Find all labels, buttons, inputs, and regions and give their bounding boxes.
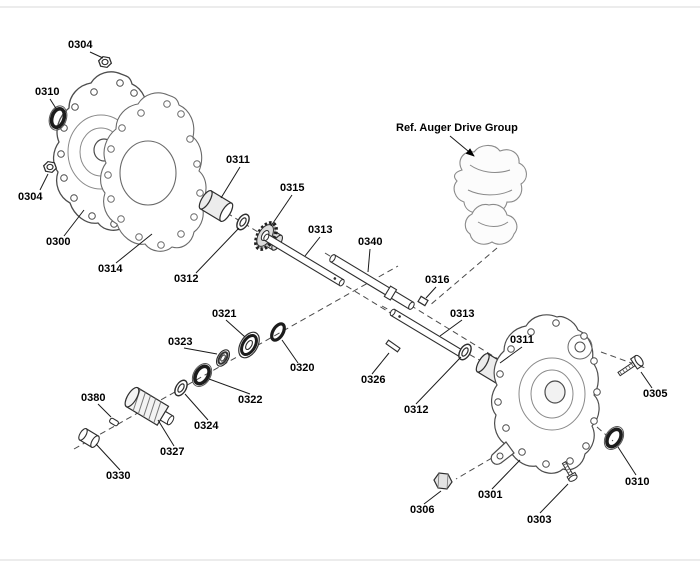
gasket — [100, 92, 207, 252]
label-0340: 0340 — [358, 236, 382, 248]
label-0314: 0314 — [98, 263, 123, 275]
retaining-washer — [215, 349, 231, 367]
label-0322: 0322 — [238, 394, 262, 406]
label-0310-left: 0310 — [35, 86, 59, 98]
leader-lines — [39, 51, 653, 514]
label-0304-left: 0304 — [18, 191, 43, 203]
ref-note-label: Ref. Auger Drive Group — [396, 122, 518, 134]
hex-screw-bottom — [561, 461, 578, 482]
label-0301: 0301 — [478, 489, 502, 501]
label-0330: 0330 — [106, 470, 130, 482]
label-0306: 0306 — [410, 504, 434, 516]
label-0327: 0327 — [160, 446, 184, 458]
shaft-seal — [186, 358, 218, 392]
label-0310-right: 0310 — [625, 476, 649, 488]
gear-housing-right — [490, 314, 601, 474]
label-0313-upper: 0313 — [308, 224, 332, 236]
label-0311-lower: 0311 — [510, 334, 534, 346]
label-0380: 0380 — [81, 392, 105, 404]
roll-pin — [385, 339, 401, 353]
label-0303: 0303 — [527, 514, 551, 526]
label-0321: 0321 — [212, 308, 236, 320]
label-0323: 0323 — [168, 336, 192, 348]
hex-spacer — [433, 472, 453, 490]
shaft-key — [417, 295, 429, 307]
ball-bearing — [238, 331, 260, 359]
worm-gear — [124, 386, 175, 426]
label-0311-upper: 0311 — [226, 154, 250, 166]
auger-shaft-upper — [263, 233, 345, 287]
hex-screw-right — [617, 354, 644, 377]
label-0305: 0305 — [643, 388, 667, 400]
seal-right — [598, 421, 630, 455]
o-ring — [270, 322, 286, 342]
part-labels: 0304 0310 0304 0300 0314 0311 0315 0312 … — [18, 39, 667, 526]
label-0312-upper: 0312 — [174, 273, 198, 285]
label-0315: 0315 — [280, 182, 304, 194]
label-0326: 0326 — [361, 374, 385, 386]
end-cap — [78, 427, 100, 449]
label-0316: 0316 — [425, 274, 449, 286]
thrust-washer-upper — [233, 211, 253, 233]
label-0313-lower: 0313 — [450, 308, 474, 320]
label-0304-top: 0304 — [68, 39, 93, 51]
ref-arrow — [449, 135, 475, 157]
label-0320: 0320 — [290, 362, 314, 374]
label-0300: 0300 — [46, 236, 70, 248]
flat-washer — [171, 377, 191, 399]
label-0312-lower: 0312 — [404, 404, 428, 416]
flange-nut-top — [96, 55, 114, 69]
label-0324: 0324 — [194, 420, 219, 432]
auger-drive-group-ref — [453, 144, 527, 245]
drive-pin — [109, 417, 119, 427]
drive-shaft — [329, 254, 415, 310]
